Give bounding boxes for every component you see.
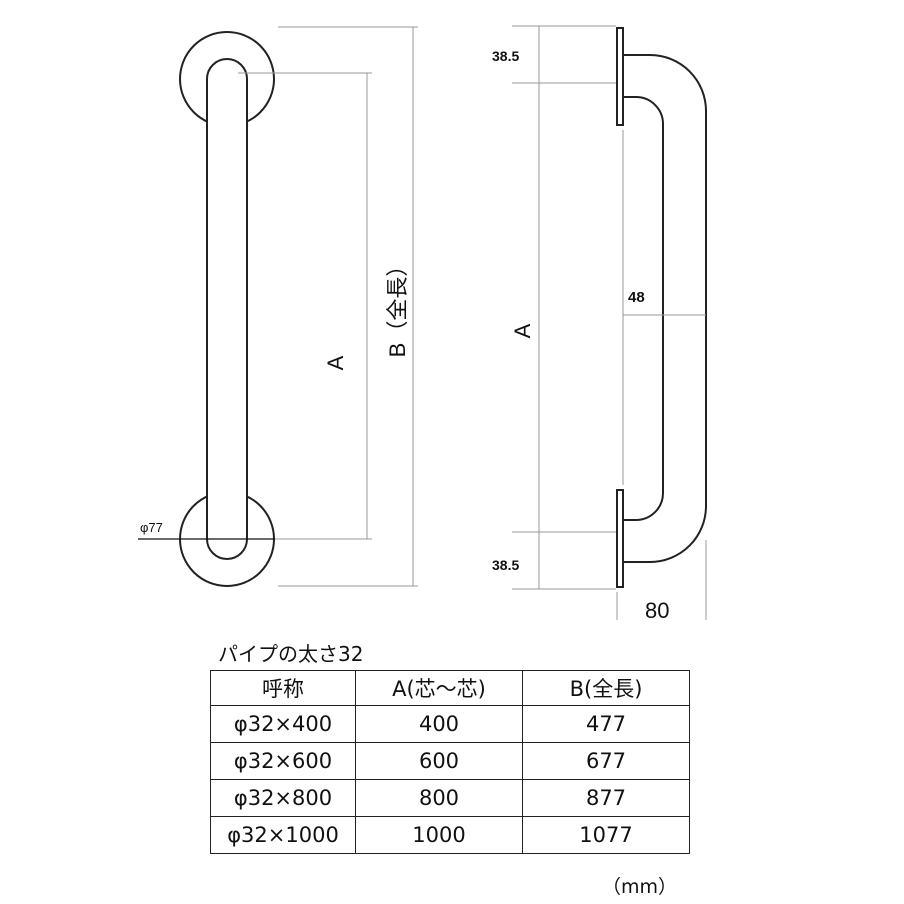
side-dim-offset: 48 [628, 289, 645, 306]
flange-diameter-label: φ77 [140, 520, 163, 535]
side-dim-a: A [510, 323, 535, 338]
unit-label: （mm） [602, 876, 678, 898]
cell-a: 400 [355, 705, 523, 743]
cell-a: 1000 [355, 816, 523, 854]
front-dim-a: A [323, 355, 348, 370]
top-wall-plate [616, 27, 624, 126]
rail-side-inner [623, 96, 664, 521]
cell-b: 477 [522, 705, 690, 743]
side-dim-bottom: 38.5 [492, 557, 519, 573]
cell-b: 877 [522, 779, 690, 817]
cell-name: φ32×800 [210, 779, 356, 817]
header-name: 呼称 [210, 670, 356, 706]
cell-a: 800 [355, 779, 523, 817]
cell-a: 600 [355, 742, 523, 780]
cell-name: φ32×600 [210, 742, 356, 780]
side-dim-depth: 80 [645, 598, 669, 623]
table-row: φ32×400 400 477 [210, 705, 690, 743]
table-row: φ32×800 800 877 [210, 779, 690, 817]
pipe-thickness-caption: パイプの太さ32 [218, 642, 364, 666]
cell-b: 677 [522, 742, 690, 780]
side-view [616, 27, 707, 588]
header-a: A(芯～芯) [355, 670, 523, 706]
rail-side-outer [623, 54, 707, 563]
cell-name: φ32×400 [210, 705, 356, 743]
cell-name: φ32×1000 [210, 816, 356, 854]
side-dimension-lines [512, 25, 707, 620]
rail-body [206, 58, 248, 560]
table-header-row: 呼称 A(芯～芯) B(全長) [210, 670, 690, 706]
cell-b: 1077 [522, 816, 690, 854]
bottom-wall-plate [616, 489, 624, 588]
header-b: B(全長) [522, 670, 690, 706]
spec-table: 呼称 A(芯～芯) B(全長) φ32×400 400 477 φ32×600 … [210, 670, 690, 854]
front-dim-b: B（全長） [385, 255, 410, 358]
side-dim-top: 38.5 [492, 48, 519, 64]
table-row: φ32×1000 1000 1077 [210, 816, 690, 854]
table-row: φ32×600 600 677 [210, 742, 690, 780]
front-view [138, 26, 418, 587]
